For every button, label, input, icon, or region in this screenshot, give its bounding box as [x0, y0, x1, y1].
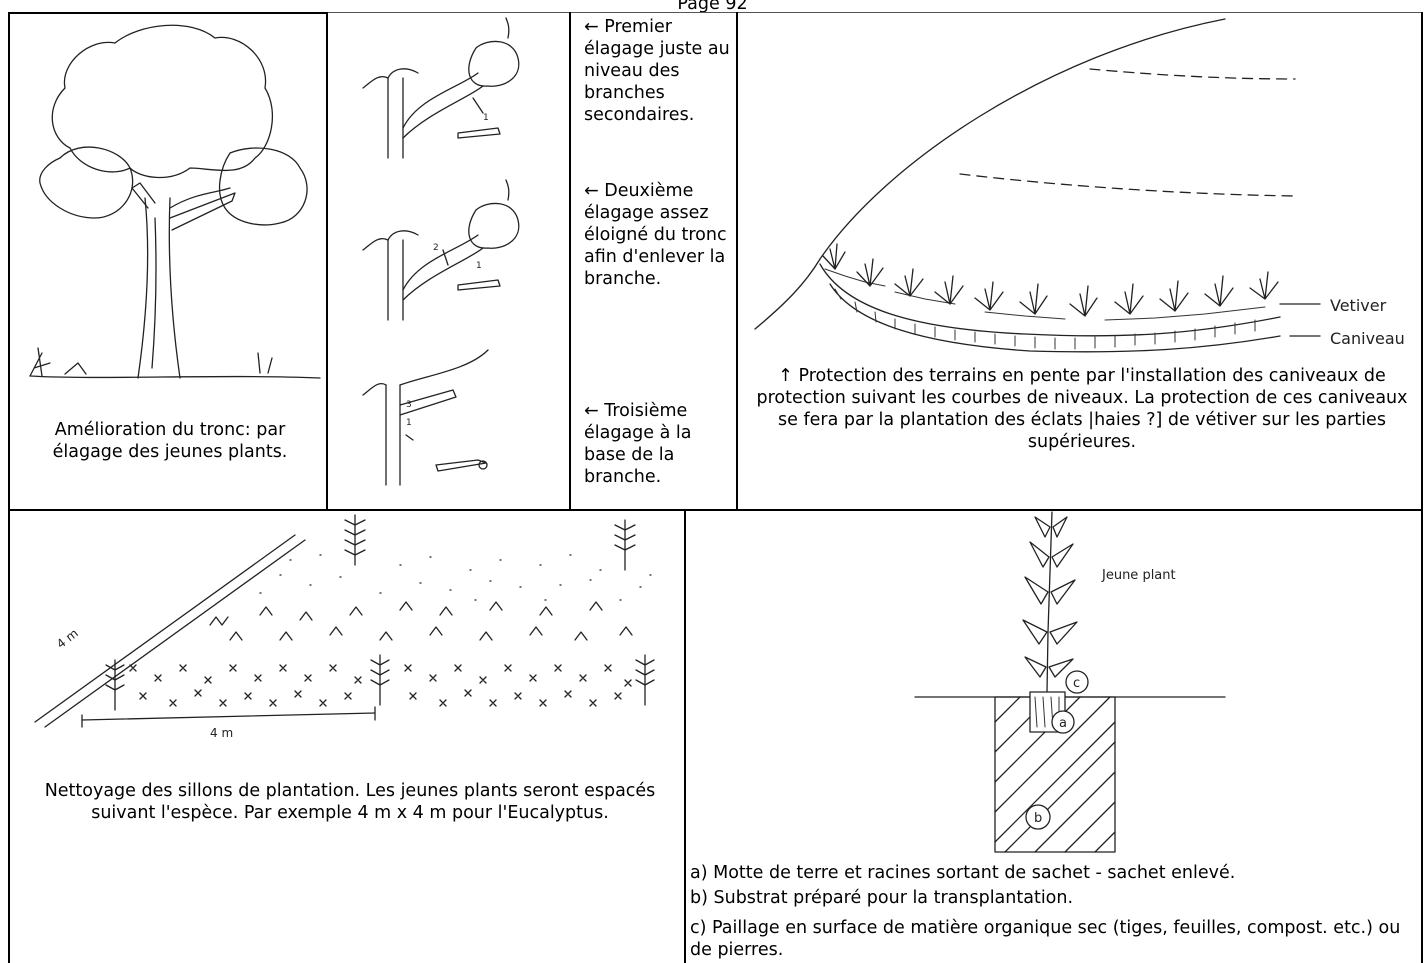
label-caniveau: Caniveau [1330, 329, 1405, 348]
furrow-illustration: 4 m 4 m [20, 515, 670, 755]
table-border-top [8, 12, 326, 14]
transplant-legend-a: a) Motte de terre et racines sortant de … [690, 862, 1410, 884]
pruning-step-1-drawing: 1 [358, 18, 558, 158]
marker-b: b [1034, 811, 1042, 826]
table-divider-row [8, 509, 1423, 511]
dim-horizontal-label: 4 m [210, 726, 233, 740]
label-vetiver: Vetiver [1330, 296, 1387, 315]
furrow-caption: Nettoyage des sillons de plantation. Les… [40, 780, 660, 824]
table-divider-col [569, 12, 571, 510]
transplant-illustration: Jeune plant a c b [905, 512, 1235, 867]
cut-number-1: 1 [483, 113, 489, 123]
pruning-step-2-drawing: 2 1 [358, 180, 558, 320]
cut-number-2: 2 [433, 243, 439, 253]
cut-number-3: 3 [406, 400, 412, 410]
tree-illustration [20, 18, 320, 418]
pruning-step-1-text: ← Premier élagage juste au niveau des br… [584, 16, 732, 126]
marker-c: c [1073, 676, 1080, 691]
cut-number-1c: 1 [406, 418, 412, 428]
table-border-left [8, 12, 10, 963]
slope-illustration: Vetiver Caniveau [745, 14, 1425, 364]
dim-diagonal-label: 4 m [54, 626, 81, 651]
marker-a: a [1059, 716, 1067, 731]
cut-number-1b: 1 [476, 261, 482, 271]
trunk-caption: Amélioration du tronc: par élagage des j… [30, 419, 310, 463]
table-divider-col [684, 509, 686, 963]
label-young-plant: Jeune plant [1101, 568, 1176, 583]
table-border-top [326, 12, 1422, 13]
table-divider-col [326, 12, 328, 510]
transplant-legend-c: c) Paillage en surface de matière organi… [690, 917, 1410, 961]
slope-caption: ↑ Protection des terrains en pente par l… [748, 365, 1416, 453]
transplant-legend-b: b) Substrat préparé pour la transplantat… [690, 887, 1410, 909]
pruning-step-3-text: ← Troisième élagage à la base de la bran… [584, 400, 732, 488]
pruning-step-3-drawing: 3 1 [358, 345, 558, 485]
pruning-step-2-text: ← Deuxième élagage assez éloigné du tron… [584, 180, 732, 290]
table-divider-col [736, 12, 738, 510]
